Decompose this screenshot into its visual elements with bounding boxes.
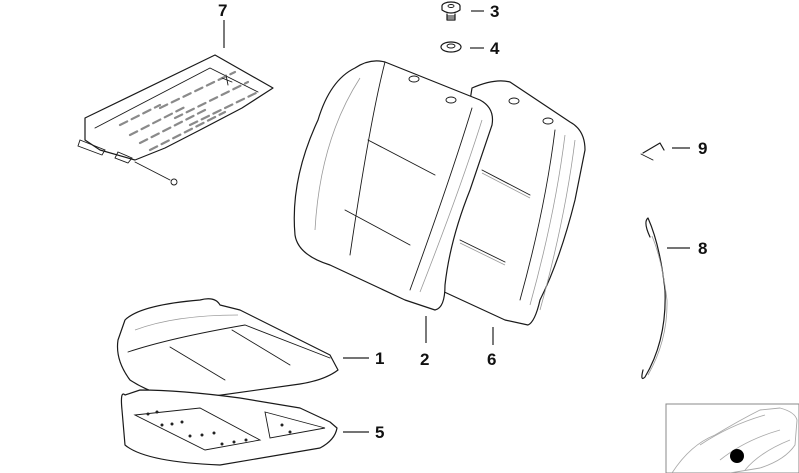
location-marker xyxy=(730,449,744,463)
callout-2[interactable]: 2 xyxy=(420,350,429,369)
seat-cushion-cover-part-1[interactable] xyxy=(116,298,339,399)
callout-1[interactable]: 1 xyxy=(375,349,384,368)
heating-mat-part-7[interactable] xyxy=(77,54,274,186)
callout-9[interactable]: 9 xyxy=(698,139,707,158)
washer-part-4[interactable] xyxy=(440,41,462,53)
callout-3[interactable]: 3 xyxy=(490,2,499,21)
vehicle-locator-inset xyxy=(665,403,799,473)
callout-7[interactable]: 7 xyxy=(218,1,227,20)
screw-part-3[interactable] xyxy=(441,1,461,21)
callout-5[interactable]: 5 xyxy=(375,423,384,442)
seat-cushion-pad-part-5[interactable] xyxy=(120,389,338,466)
backrest-cover-part-2[interactable] xyxy=(293,60,494,311)
clip-part-9[interactable] xyxy=(640,142,665,161)
callout-6[interactable]: 6 xyxy=(487,350,496,369)
callout-8[interactable]: 8 xyxy=(698,239,707,258)
callout-4[interactable]: 4 xyxy=(490,39,500,58)
spring-wire-part-8[interactable] xyxy=(641,217,668,380)
